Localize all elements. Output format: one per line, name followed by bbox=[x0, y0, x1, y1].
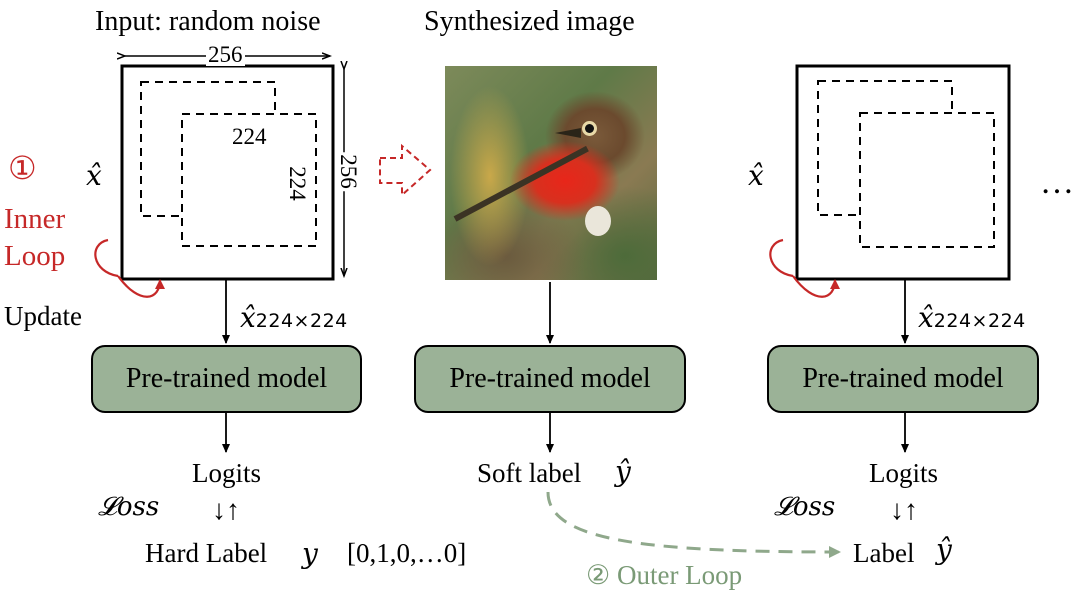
dim-inner-height: 224 bbox=[284, 166, 310, 201]
right-label-yhat: ŷ bbox=[936, 533, 952, 566]
image-branch bbox=[453, 145, 589, 222]
title-input: Input: random noise bbox=[95, 6, 321, 37]
xhat-label-right: x̂ bbox=[748, 159, 764, 192]
outer-loop-arrow bbox=[546, 491, 841, 558]
xhat-label-left: x̂ bbox=[86, 159, 102, 192]
soft-label-text: Soft label bbox=[477, 458, 582, 488]
model-box-middle: Pre-trained model bbox=[414, 345, 686, 413]
ellipsis: … bbox=[1040, 164, 1074, 201]
crop-label-left-base: x̂ bbox=[240, 301, 256, 334]
crop-b-right bbox=[859, 112, 995, 248]
noise-frame-right bbox=[795, 64, 1011, 281]
noise-frame-left bbox=[120, 64, 335, 281]
inner-loop-line1: Inner bbox=[4, 203, 66, 235]
image-white-patch bbox=[585, 206, 611, 236]
loss-arrows-right: ↓↑ bbox=[890, 495, 918, 526]
crop-label-right-base: x̂ bbox=[918, 301, 934, 334]
update-loop-arrow-right bbox=[769, 238, 835, 298]
update-loop-arrow-left bbox=[94, 238, 160, 298]
onehot-vector: [0,1,0,…0] bbox=[347, 538, 467, 568]
image-bird-eye bbox=[585, 124, 594, 133]
logits-label-right: Logits bbox=[869, 458, 939, 488]
crop-label-right: x̂224×224 bbox=[918, 304, 1026, 332]
inner-loop-number: ① bbox=[8, 150, 37, 186]
transition-arrow bbox=[379, 143, 432, 198]
soft-label-yhat: ŷ bbox=[615, 455, 631, 488]
model-box-right: Pre-trained model bbox=[767, 345, 1039, 413]
loss-arrows-left: ↓↑ bbox=[212, 495, 240, 526]
dim-outer-height: 256 bbox=[335, 152, 361, 191]
model-box-left: Pre-trained model bbox=[91, 345, 362, 413]
right-label-text: Label bbox=[853, 538, 915, 568]
hard-label-text: Hard Label bbox=[145, 538, 268, 568]
crop-b-left bbox=[181, 113, 317, 247]
logits-label-left: Logits bbox=[192, 458, 262, 488]
loss-label-right: 𝓛oss bbox=[774, 492, 836, 522]
update-label: Update bbox=[4, 301, 82, 331]
crop-label-right-sub: 224×224 bbox=[933, 310, 1026, 332]
inner-loop-line2: Loop bbox=[4, 240, 66, 272]
outer-loop-label: ② Outer Loop bbox=[586, 560, 743, 590]
dim-inner-width: 224 bbox=[232, 124, 267, 149]
dim-outer-width: 256 bbox=[206, 42, 245, 67]
hard-label-y: y bbox=[302, 537, 318, 570]
crop-label-left: x̂224×224 bbox=[240, 304, 348, 332]
crop-label-left-sub: 224×224 bbox=[255, 310, 348, 332]
loss-label-left: 𝓛oss bbox=[98, 492, 160, 522]
title-synthesized: Synthesized image bbox=[424, 6, 635, 37]
synthesized-image bbox=[445, 66, 657, 280]
image-bird-beak bbox=[555, 128, 581, 138]
